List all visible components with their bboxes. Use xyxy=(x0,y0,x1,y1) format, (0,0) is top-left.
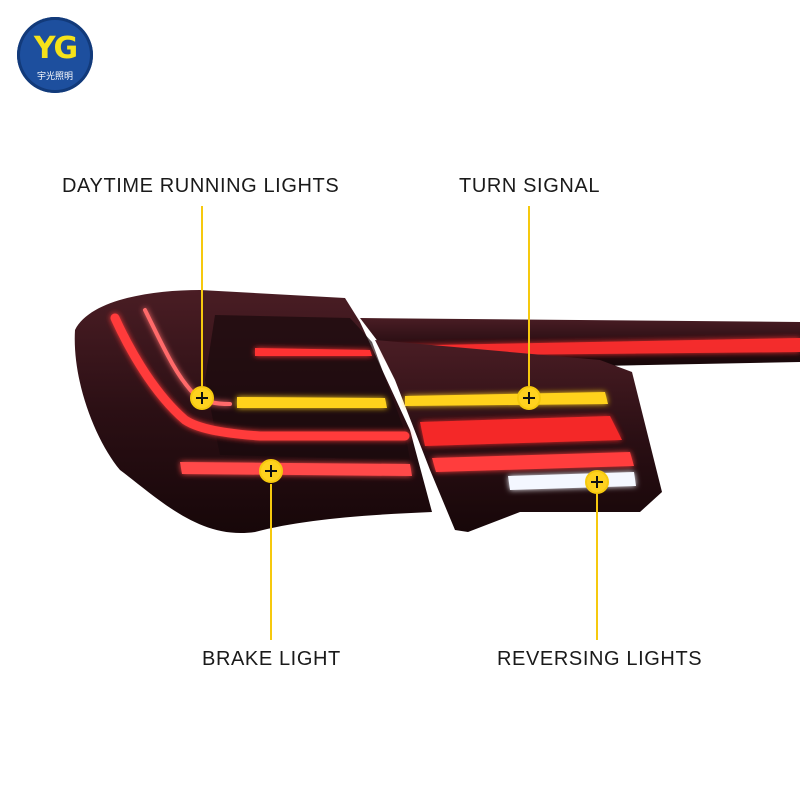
rev-marker-icon xyxy=(585,470,609,494)
amber-strip-right xyxy=(405,392,608,406)
drl-marker-icon xyxy=(190,386,214,410)
logo-mark: YG xyxy=(33,31,78,66)
drl-label: DAYTIME RUNNING LIGHTS xyxy=(62,175,340,197)
right-red-block xyxy=(420,416,622,446)
brake-light-label: BRAKE LIGHT xyxy=(202,648,341,670)
amber-strip-left xyxy=(237,397,387,408)
right-red-lower-strip xyxy=(432,452,634,472)
upper-red-strip-left xyxy=(255,348,372,356)
turn-signal-label: TURN SIGNAL xyxy=(459,175,601,197)
reversing-lights-label: REVERSING LIGHTS xyxy=(497,648,703,670)
turn-marker-icon xyxy=(517,386,541,410)
drl-red-curve xyxy=(110,313,410,441)
brake-marker-icon xyxy=(259,459,283,483)
logo-text: 宇光照明 xyxy=(36,72,73,82)
brand-logo: YG 宇光照明 xyxy=(17,17,93,93)
brake-strip xyxy=(180,462,412,476)
